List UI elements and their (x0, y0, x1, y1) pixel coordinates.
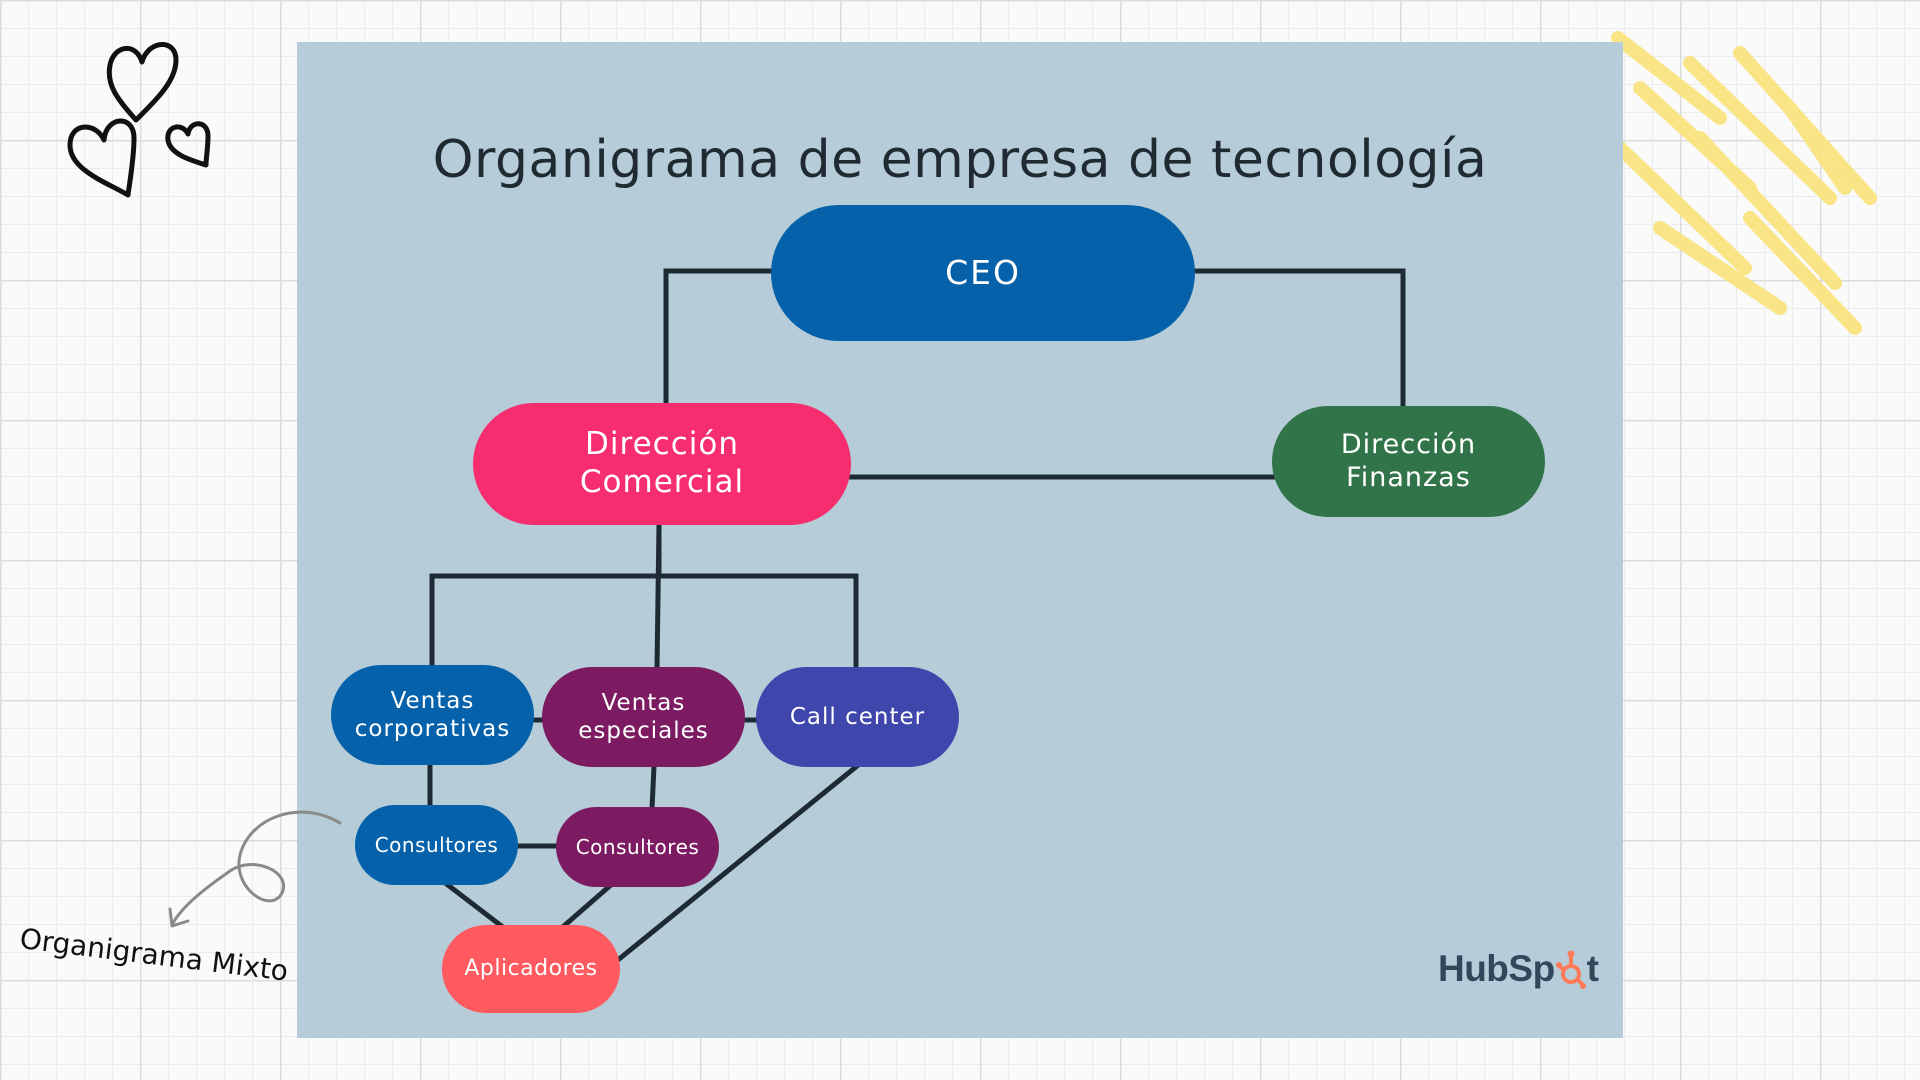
hearts-icon (67, 42, 211, 198)
node-ventas-especiales: Ventas especiales (542, 667, 745, 767)
node-consultores-especiales-label: Consultores (575, 834, 700, 859)
hubspot-logo: HubSp t (1438, 944, 1599, 994)
node-ceo: CEO (771, 205, 1195, 341)
line-c2-ap (553, 880, 616, 936)
node-direccion-comercial: Dirección Comercial (473, 403, 851, 525)
line-cc-ap (609, 762, 861, 968)
connector-lines (427, 268, 1406, 968)
node-consultores-corporativas-label: Consultores (374, 832, 499, 857)
node-ceo-label: CEO (945, 252, 1021, 292)
line-c1-ap (440, 878, 508, 932)
node-ventas-corporativas-label: Ventas corporativas (354, 687, 511, 742)
line-bus-ve (654, 521, 662, 672)
hubspot-logo-tail: t (1586, 948, 1599, 989)
org-chart-panel: Organigrama de empresa de tecnología (297, 42, 1623, 1038)
node-call-center-label: Call center (789, 703, 926, 730)
node-call-center: Call center (756, 667, 959, 767)
hubspot-logo-text: HubSp (1437, 948, 1555, 989)
line-ve-c2 (649, 763, 657, 812)
node-direccion-comercial-label: Dirección Comercial (579, 426, 745, 500)
node-consultores-especiales: Consultores (556, 807, 719, 887)
curved-arrow-icon (168, 810, 342, 928)
node-consultores-corporativas: Consultores (355, 805, 518, 885)
scribble-icon (1611, 31, 1877, 335)
sprocket-icon (1555, 950, 1586, 989)
node-aplicadores-label: Aplicadores (464, 955, 598, 981)
node-direccion-finanzas: Dirección Finanzas (1272, 406, 1545, 517)
node-ventas-corporativas: Ventas corporativas (331, 665, 534, 765)
chart-title: Organigrama de empresa de tecnología (432, 130, 1488, 190)
line-ceo-finanzas (1190, 268, 1406, 411)
node-direccion-finanzas-label: Dirección Finanzas (1340, 428, 1477, 493)
node-aplicadores: Aplicadores (442, 925, 620, 1013)
node-ventas-especiales-label: Ventas especiales (578, 689, 709, 744)
line-ceo-comercial (663, 268, 776, 407)
